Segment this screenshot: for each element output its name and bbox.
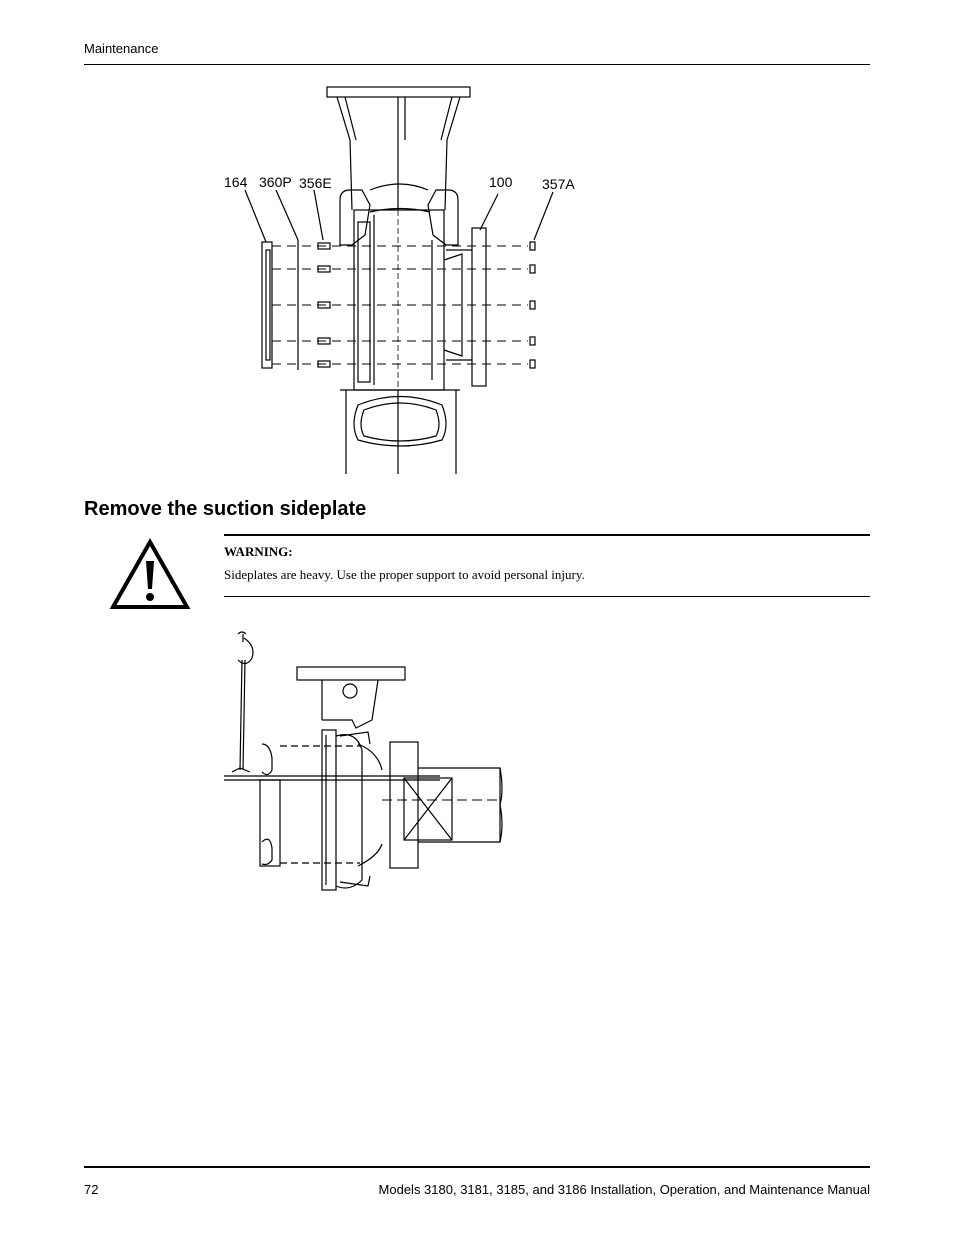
warning-bottom-rule bbox=[224, 596, 870, 597]
section-title: Remove the suction sideplate bbox=[84, 498, 367, 520]
exploded-sideplate-figure: 164 360P 356E 100 357A bbox=[224, 86, 575, 474]
hoist-sideplate-figure bbox=[224, 631, 503, 891]
callout-164: 164 bbox=[224, 174, 248, 190]
warning-text: Sideplates are heavy. Use the proper sup… bbox=[224, 567, 585, 582]
callout-357a: 357A bbox=[542, 176, 575, 192]
callout-356e: 356E bbox=[299, 175, 332, 191]
page-number: 72 bbox=[84, 1182, 99, 1197]
header-rule bbox=[84, 64, 870, 65]
warning-top-rule bbox=[224, 534, 870, 536]
warning-triangle-icon bbox=[109, 537, 191, 609]
callout-360p: 360P bbox=[259, 174, 292, 190]
callout-100: 100 bbox=[489, 174, 513, 190]
footer-rule bbox=[84, 1166, 870, 1168]
running-header: Maintenance bbox=[84, 41, 159, 56]
manual-title: Models 3180, 3181, 3185, and 3186 Instal… bbox=[378, 1182, 870, 1197]
warning-label: WARNING: bbox=[224, 544, 293, 559]
